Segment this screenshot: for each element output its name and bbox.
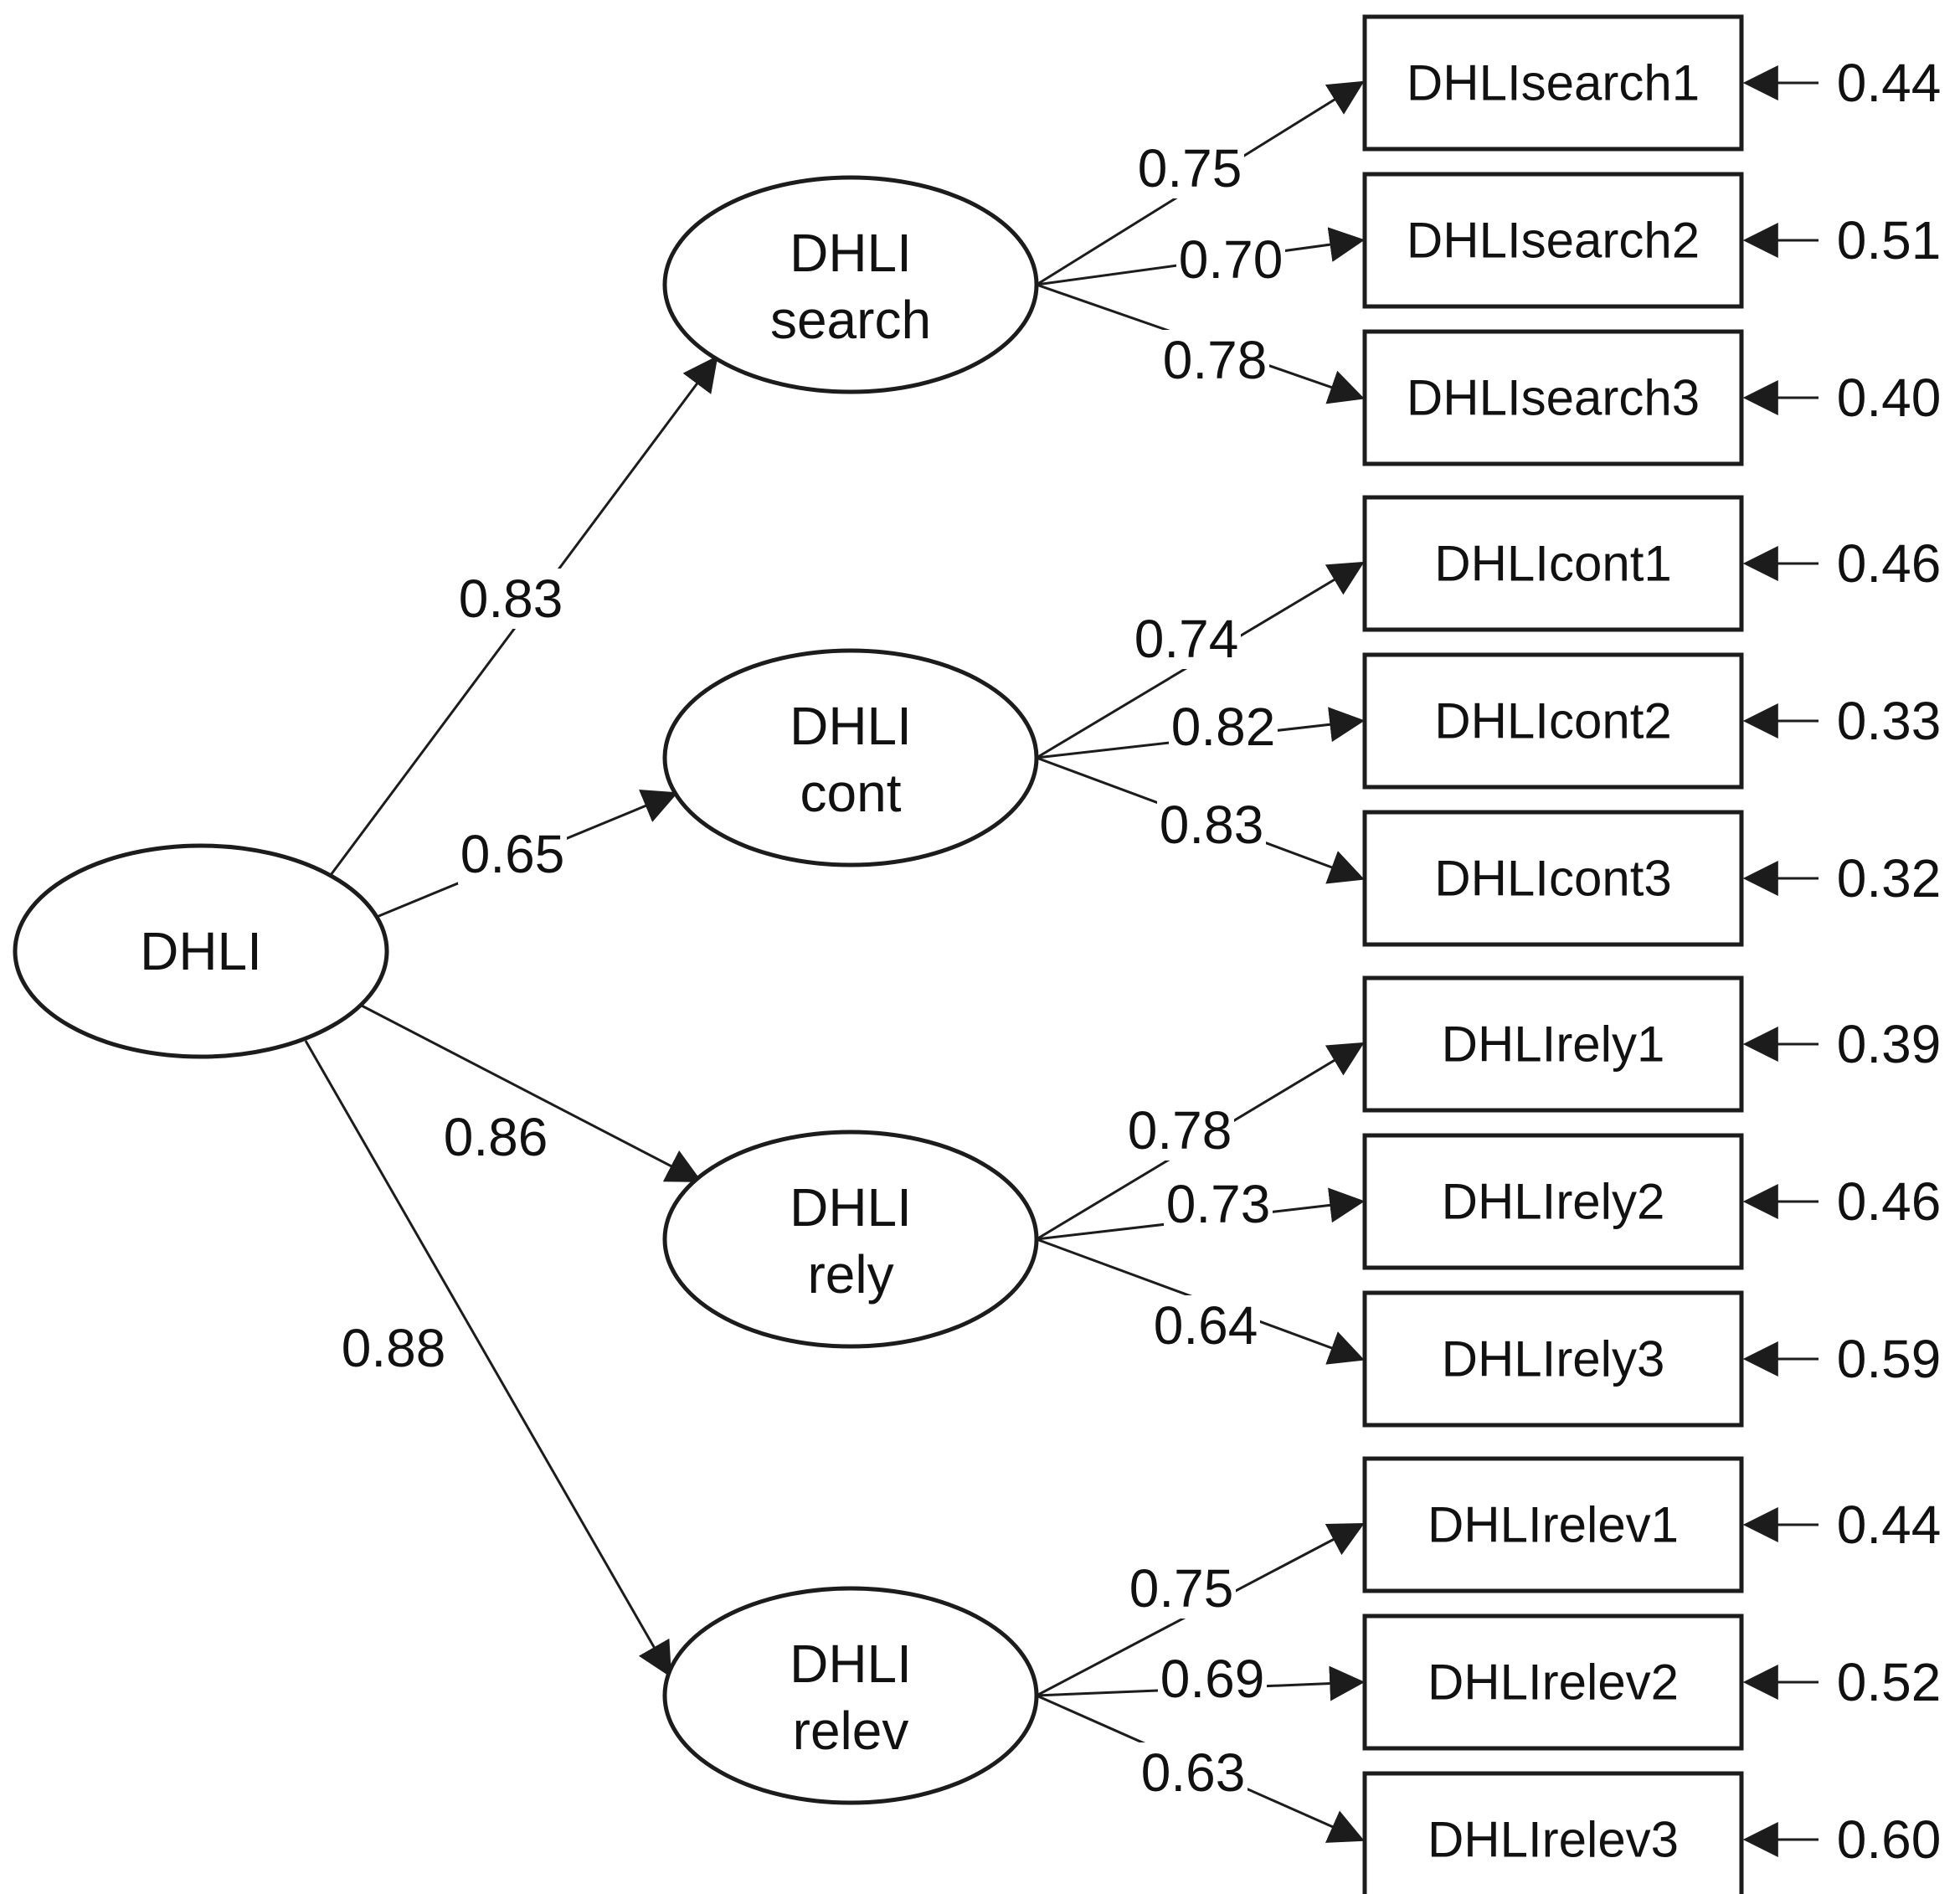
path-coefficient-search: 0.83 [459,569,563,629]
indicator-label-dhlirely3: DHLIrely3 [1442,1331,1665,1387]
latent-search-ellipse [662,175,1039,394]
error-value-dhlirely2: 0.46 [1837,1171,1942,1232]
latent-relev-label-line1: DHLI [790,1634,912,1694]
indicator-label-dhlirely1: DHLIrely1 [1442,1016,1665,1073]
loading-value-relev-2-bg [1158,1649,1267,1709]
latent-rely-ellipse [662,1130,1039,1349]
loading-value-search-1-bg [1135,138,1244,198]
latent-search-label-line2: search [770,290,931,350]
error-value-dhlirelev2: 0.52 [1837,1652,1942,1712]
indicator-box-dhlicont2 [1362,652,1744,790]
indicator-box-dhlirelev1 [1362,1456,1744,1593]
loading-value-rely-2-bg [1164,1174,1273,1234]
indicator-label-dhlirelev2: DHLIrelev2 [1428,1655,1679,1711]
loading-value-rely-3: 0.64 [1154,1295,1258,1356]
indicator-label-dhlirely2: DHLIrely2 [1442,1174,1665,1230]
latent-dhli-ellipse [13,843,389,1059]
error-value-dhlicont1: 0.46 [1837,533,1942,594]
loading-value-cont-2: 0.82 [1171,697,1276,757]
latent-dhli-label: DHLI [140,921,262,981]
indicator-box-dhlisearch3 [1362,329,1744,466]
error-value-dhlicont3: 0.32 [1837,848,1942,908]
error-value-dhlisearch1: 0.44 [1837,53,1942,113]
loading-value-search-2-bg [1176,229,1285,290]
latent-cont-label-line2: cont [800,763,902,823]
loading-value-search-3: 0.78 [1163,330,1268,390]
loading-value-relev-2: 0.69 [1160,1649,1265,1709]
indicator-box-dhlirelev3 [1362,1771,1744,1894]
indicator-box-dhlicont3 [1362,810,1744,947]
loading-value-relev-3-bg [1139,1742,1248,1803]
loading-value-relev-3: 0.63 [1141,1742,1246,1803]
error-value-dhlicont2: 0.33 [1837,691,1942,751]
loading-value-relev-1: 0.75 [1129,1558,1234,1619]
path-coefficient-relev-bg [339,1318,448,1378]
path-dhli-to-relev [304,1040,672,1678]
latent-relev-label-line2: relev [793,1701,909,1761]
loading-value-rely-1-bg [1125,1100,1234,1161]
loading-value-rely-2: 0.73 [1166,1174,1271,1234]
latent-rely-label-line1: DHLI [790,1177,912,1238]
error-value-dhlirely1: 0.39 [1837,1014,1942,1074]
error-value-dhlirely3: 0.59 [1837,1329,1942,1389]
loading-value-cont-2-bg [1169,697,1278,757]
latent-cont-label-line1: DHLI [790,696,912,756]
path-coefficient-cont-bg [458,824,567,884]
error-value-dhlirelev1: 0.44 [1837,1495,1942,1555]
indicator-label-dhlicont3: DHLIcont3 [1434,851,1671,907]
loading-value-search-2: 0.70 [1179,229,1284,290]
indicator-label-dhlirelev1: DHLIrelev1 [1428,1497,1679,1553]
indicator-label-dhlisearch2: DHLIsearch2 [1407,213,1700,269]
error-value-dhlisearch2: 0.51 [1837,210,1942,270]
indicator-box-dhlirely3 [1362,1290,1744,1428]
loading-value-rely-3-bg [1151,1295,1260,1356]
loading-value-cont-3-bg [1157,795,1266,855]
indicator-label-dhlisearch3: DHLIsearch3 [1407,370,1700,426]
error-value-dhlisearch3: 0.40 [1837,368,1942,428]
loading-value-search-3-bg [1160,330,1269,390]
indicator-box-dhlicont1 [1362,495,1744,632]
path-coefficient-relev: 0.88 [342,1318,446,1378]
error-value-dhlirelev3: 0.60 [1837,1809,1942,1870]
indicator-box-dhlisearch2 [1362,172,1744,309]
indicator-box-dhlirelev2 [1362,1614,1744,1751]
latent-search-label-line1: DHLI [790,223,912,283]
path-dhli-to-rely [359,1003,702,1182]
indicator-label-dhlisearch1: DHLIsearch1 [1407,55,1700,111]
loading-value-relev-1-bg [1127,1558,1236,1619]
loading-value-cont-1-bg [1132,609,1241,669]
indicator-box-dhlirely1 [1362,975,1744,1113]
path-coefficient-rely: 0.86 [444,1107,548,1167]
path-coefficient-search-bg [456,569,565,629]
latent-relev-ellipse [662,1586,1039,1805]
path-coefficient-rely-bg [441,1107,550,1167]
path-coefficient-cont: 0.65 [460,824,565,884]
indicator-label-dhlirelev3: DHLIrelev3 [1428,1812,1679,1868]
indicator-box-dhlisearch1 [1362,14,1744,152]
loading-value-cont-1: 0.74 [1134,609,1239,669]
latent-rely-label-line2: rely [807,1244,893,1305]
indicator-label-dhlicont1: DHLIcont1 [1434,536,1671,592]
latent-cont-ellipse [662,648,1039,867]
indicator-label-dhlicont2: DHLIcont2 [1434,693,1671,749]
loading-value-cont-3: 0.83 [1160,795,1264,855]
loading-value-rely-1: 0.78 [1128,1100,1232,1161]
indicator-box-dhlirely2 [1362,1133,1744,1270]
loading-value-search-1: 0.75 [1138,138,1242,198]
